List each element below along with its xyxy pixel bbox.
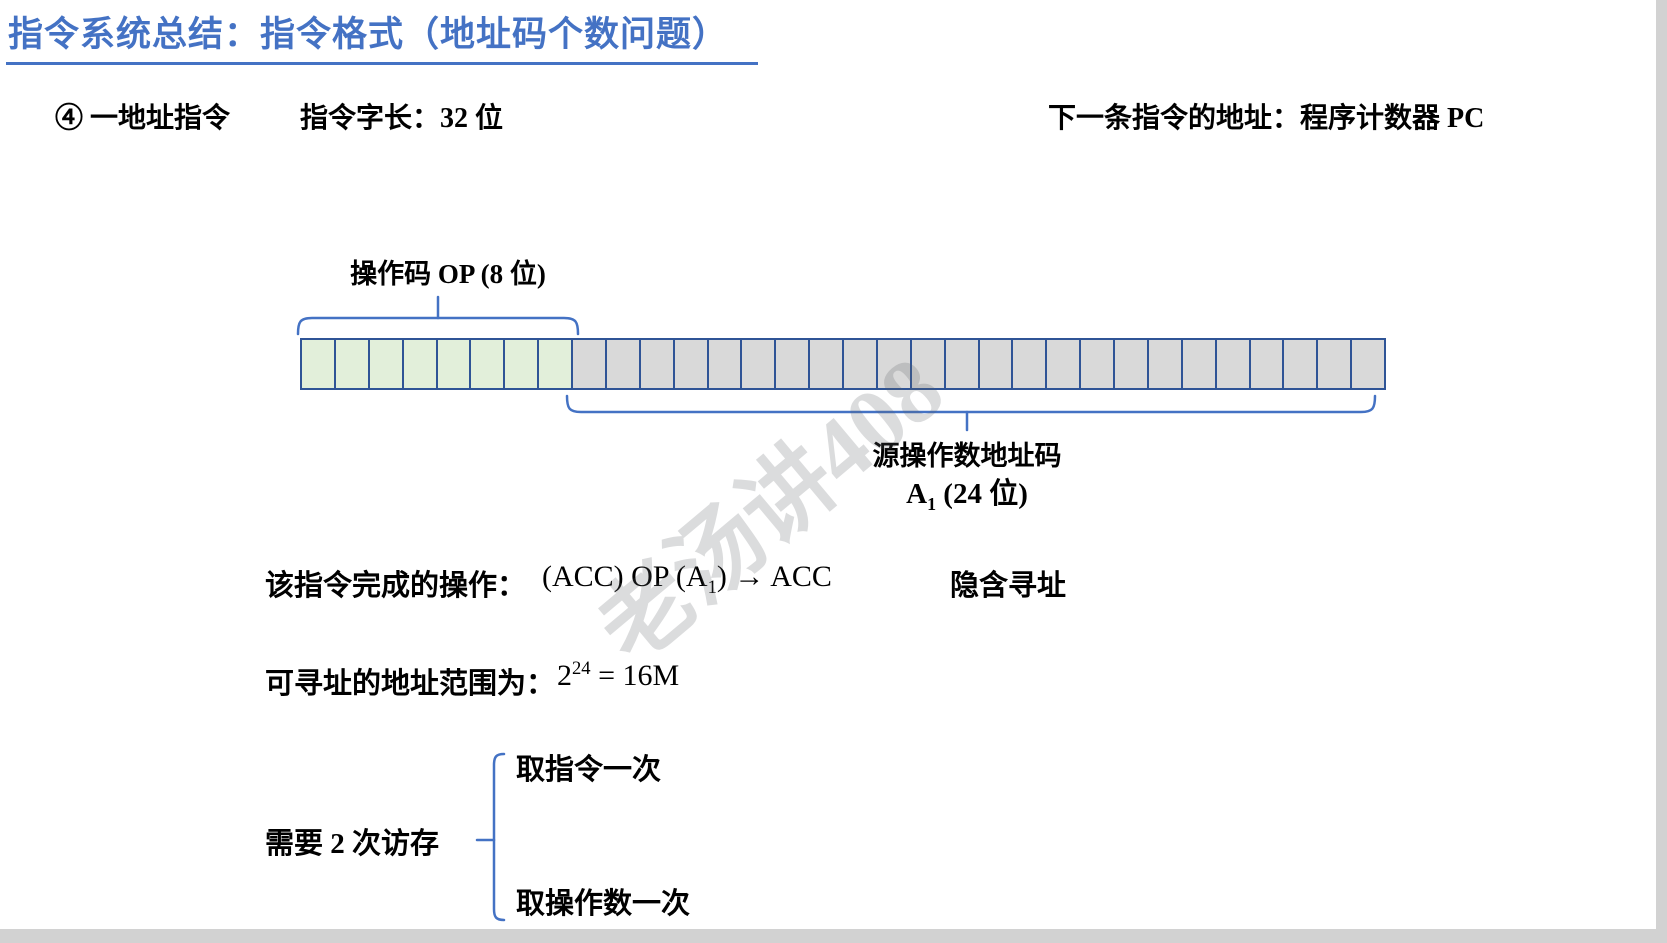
bit-cell <box>979 340 1014 388</box>
bit-cell <box>1250 340 1285 388</box>
operation-label: 该指令完成的操作： <box>265 570 527 602</box>
address-symbol-subscript: 1 <box>927 493 937 514</box>
range-base: 2 <box>557 659 572 692</box>
bottom-scroll-strip <box>0 929 1667 943</box>
bit-cell <box>742 340 777 388</box>
bit-cell <box>674 340 709 388</box>
bit-cell <box>1182 340 1217 388</box>
bit-cell <box>776 340 811 388</box>
bit-cell <box>573 340 607 388</box>
bit-cell <box>369 340 404 388</box>
bit-cell <box>437 340 472 388</box>
address-field-sublabel: A1 (24 位) <box>717 470 1217 515</box>
instruction-bit-row <box>300 338 1386 390</box>
implicit-addressing-note: 隐含寻址 <box>950 570 1067 602</box>
operation-formula: (ACC) OP (A1) → ACC <box>542 560 832 599</box>
bit-cell <box>810 340 844 388</box>
fetch-operand-item: 取操作数一次 <box>516 888 691 920</box>
bit-cell <box>1081 340 1115 388</box>
address-symbol: A <box>906 478 928 510</box>
address-field-label: 源操作数地址码 <box>872 441 1062 471</box>
word-length-label: 指令字长：32 位 <box>300 103 504 134</box>
page-title: 指令系统总结：指令格式（地址码个数问题） <box>6 4 759 65</box>
bit-cell <box>335 340 370 388</box>
bit-cell <box>844 340 878 388</box>
opcode-label: 操作码 OP (8 位) <box>350 259 546 289</box>
bit-cell <box>1284 340 1319 388</box>
bit-cell <box>606 340 641 388</box>
formula-subscript: 1 <box>707 577 717 598</box>
right-scroll-strip <box>1656 0 1667 943</box>
bit-cell <box>1352 340 1384 388</box>
bit-cell <box>708 340 743 388</box>
bit-cell <box>1148 340 1183 388</box>
bit-cell <box>640 340 675 388</box>
bit-cell <box>1216 340 1251 388</box>
bit-cell <box>945 340 980 388</box>
opcode-brace <box>296 295 580 336</box>
range-result: = 16M <box>590 659 680 692</box>
bit-cell <box>911 340 946 388</box>
range-value: 224 = 16M <box>557 658 679 693</box>
bit-cell <box>1115 340 1149 388</box>
bit-cell <box>539 340 573 388</box>
formula-pre: (ACC) OP (A <box>542 560 708 593</box>
formula-post: ) → ACC <box>716 560 832 593</box>
bit-cell <box>1318 340 1353 388</box>
range-label: 可寻址的地址范围为： <box>265 668 556 700</box>
address-brace <box>565 394 1377 432</box>
next-instruction-label: 下一条指令的地址：程序计数器 PC <box>1048 103 1485 134</box>
bit-cell <box>877 340 912 388</box>
memory-access-label: 需要 2 次访存 <box>265 828 440 860</box>
bit-cell <box>471 340 506 388</box>
bit-cell <box>302 340 336 388</box>
bit-cell <box>403 340 438 388</box>
bit-cell <box>1047 340 1082 388</box>
fetch-instruction-item: 取指令一次 <box>516 754 662 786</box>
bit-cell <box>1013 340 1048 388</box>
bullet-one-address: ④ 一地址指令 <box>55 103 231 134</box>
range-exponent: 24 <box>572 658 591 679</box>
bit-cell <box>505 340 540 388</box>
memory-access-brace <box>475 752 506 922</box>
address-bits-text: (24 位) <box>936 478 1028 510</box>
